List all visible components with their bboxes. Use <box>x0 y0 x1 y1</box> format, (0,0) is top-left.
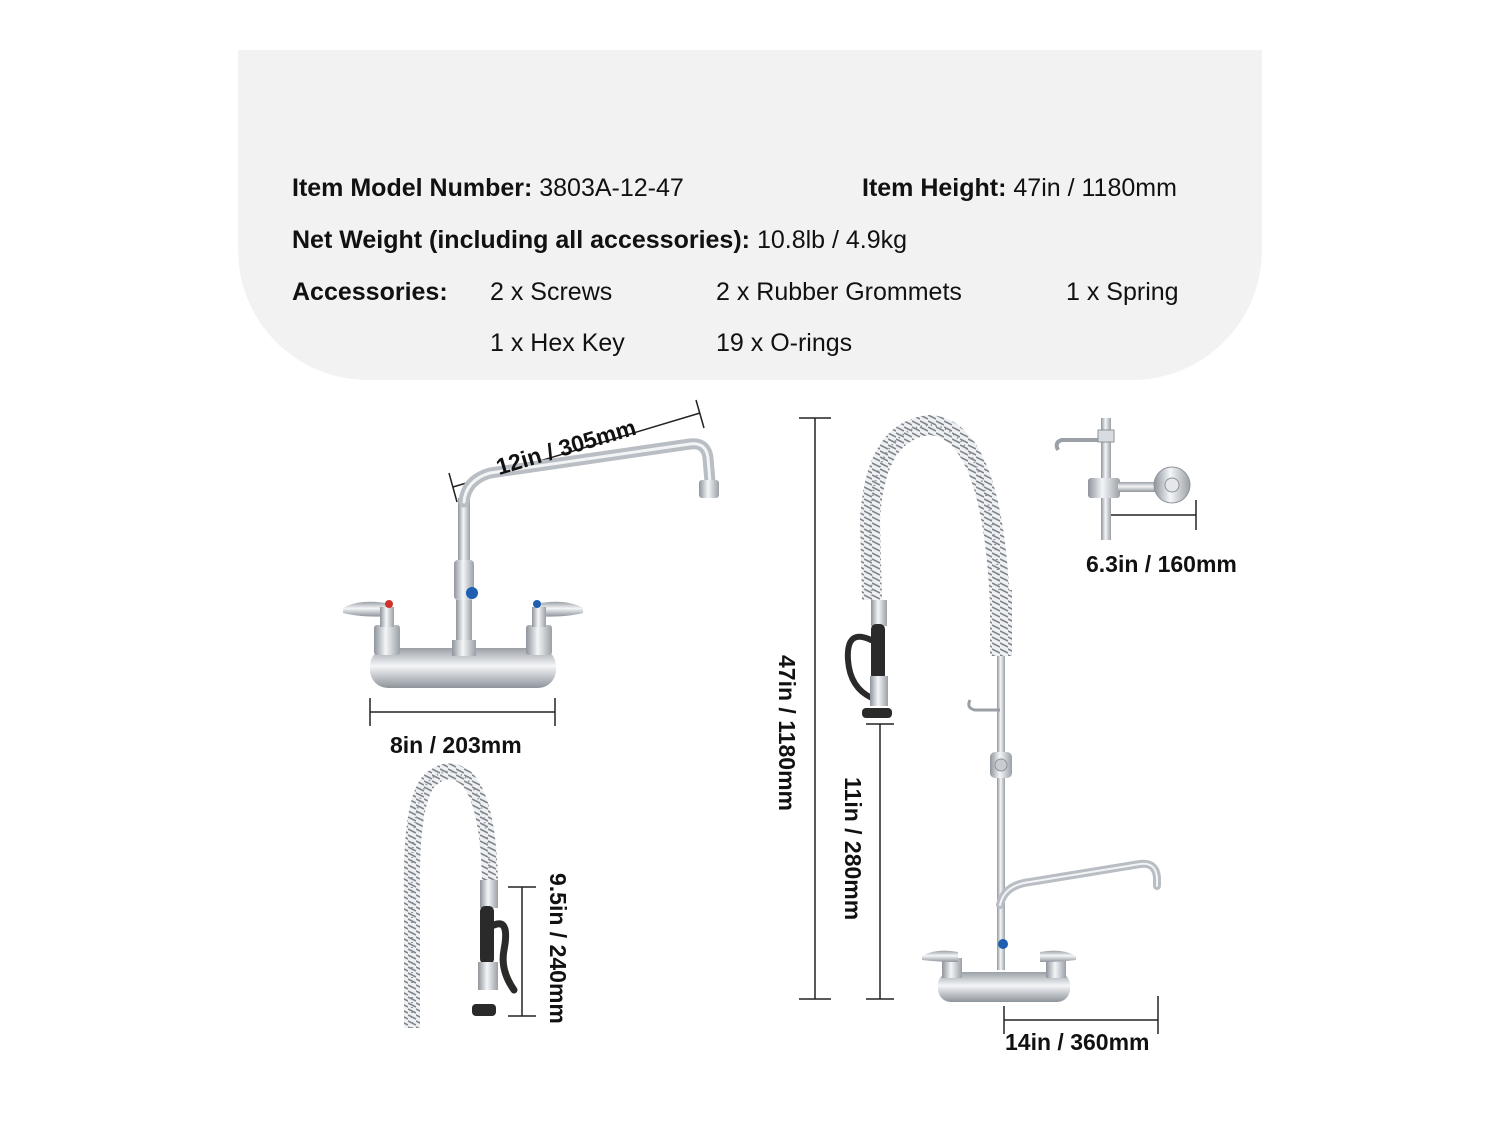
wall-faucet-drawing <box>343 399 719 726</box>
net-weight-value: 10.8lb / 4.9kg <box>756 226 908 254</box>
accessory-item: 1 x Hex Key <box>490 329 625 357</box>
indicator-dot <box>466 587 478 599</box>
total-height-label: 47in / 1180mm <box>774 655 800 811</box>
riser-pole <box>997 640 1005 970</box>
model-number: Item Model Number: 3803A-12-47 <box>292 174 684 203</box>
accessory-item: 1 x Spring <box>1066 278 1179 306</box>
sprayer-grip <box>871 624 885 680</box>
accessory-item: 2 x Screws <box>490 278 613 306</box>
spout-riser <box>458 498 470 578</box>
faucet-body <box>938 972 1070 1002</box>
model-number-value: 3803A-12-47 <box>539 174 684 202</box>
item-height: Item Height: 47in / 1180mm <box>862 174 1177 203</box>
net-weight-label: Net Weight (including all accessories): <box>292 226 750 254</box>
net-weight: Net Weight (including all accessories): … <box>292 226 907 255</box>
sprayer-grip <box>480 906 494 964</box>
accessory-item: 2 x Rubber Grommets <box>716 278 962 306</box>
pre-rinse-unit-drawing <box>799 414 1161 1034</box>
accessories-label: Accessories: <box>292 278 448 306</box>
accessory-item: 19 x O-rings <box>716 329 853 357</box>
sprayer-length-label: 9.5in / 240mm <box>545 873 571 1024</box>
spec-panel <box>238 50 1262 380</box>
bracket-depth-label: 6.3in / 160mm <box>1086 551 1237 577</box>
item-height-label: Item Height: <box>862 174 1007 202</box>
sprayer-hose-label: 11in / 280mm <box>840 777 866 921</box>
wall-bracket-drawing <box>1054 418 1197 540</box>
item-height-value: 47in / 1180mm <box>1013 174 1177 202</box>
sprayer-assembly-drawing <box>403 763 536 1028</box>
faucet-body <box>370 648 556 688</box>
faucet-width-label: 8in / 203mm <box>390 732 522 758</box>
base-width-label: 14in / 360mm <box>1005 1029 1150 1055</box>
model-number-label: Item Model Number: <box>292 174 533 202</box>
